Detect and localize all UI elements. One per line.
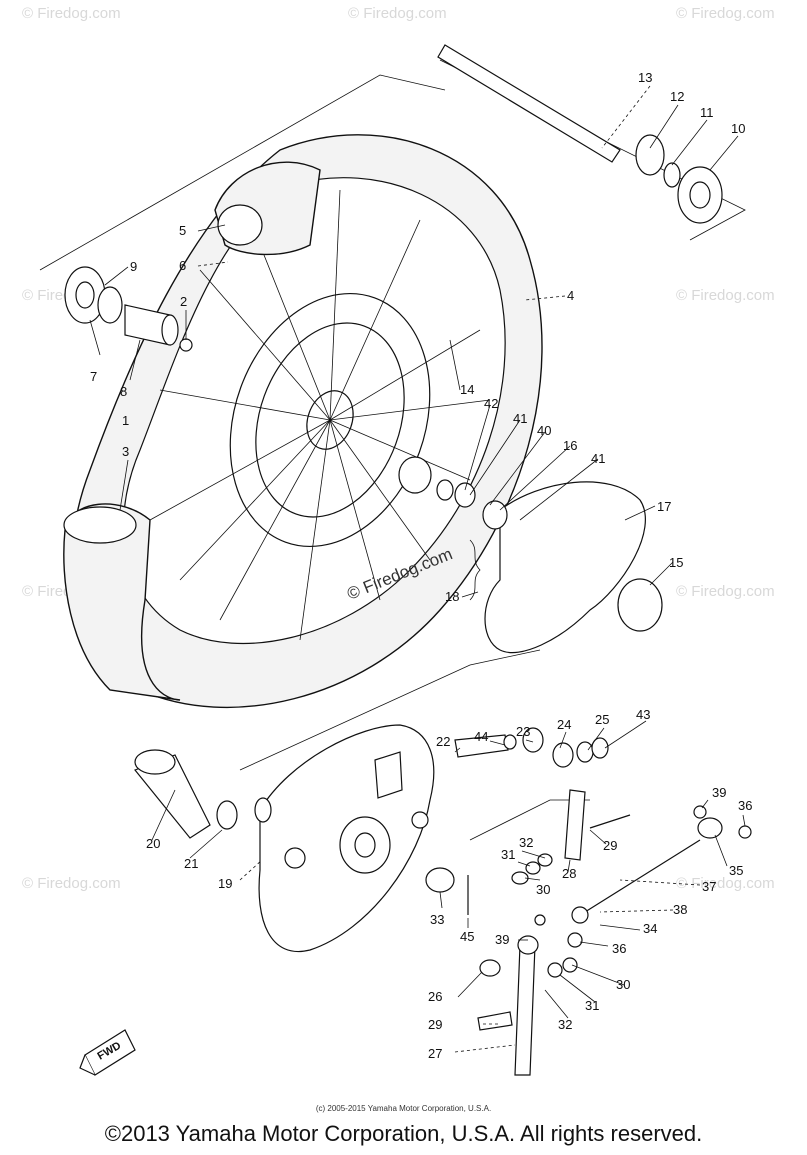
watermark: © Firedog.com — [22, 875, 121, 892]
callout-9: 9 — [130, 259, 137, 274]
callout-45: 45 — [460, 929, 474, 944]
nut-and-pin — [425, 867, 469, 915]
small-copyright: (c) 2005-2015 Yamaha Motor Corporation, … — [315, 1104, 492, 1113]
callout-29: 29 — [428, 1017, 442, 1032]
callout-21: 21 — [184, 856, 198, 871]
callout-13: 13 — [638, 70, 652, 85]
callout-43: 43 — [636, 707, 650, 722]
callout-38: 38 — [673, 902, 687, 917]
callout-37: 37 — [702, 879, 716, 894]
callout-39: 39 — [712, 785, 726, 800]
brake-shoe-assembly — [398, 456, 663, 654]
left-collar — [134, 749, 238, 839]
callout-23: 23 — [516, 724, 530, 739]
callout-19: 19 — [218, 876, 232, 891]
callout-11: 11 — [700, 105, 714, 120]
callout-36: 36 — [738, 798, 752, 813]
callout-12: 12 — [670, 89, 684, 104]
watermark: © Firedog.com — [676, 875, 775, 892]
tube-bottom — [63, 503, 181, 701]
brake-lever-lower — [477, 935, 578, 1076]
callout-36: 36 — [612, 941, 626, 956]
watermark: © Firedog.com — [348, 5, 447, 22]
watermark: © Firedog.com — [676, 5, 775, 22]
callout-25: 25 — [595, 712, 609, 727]
left-bearing-set — [64, 266, 193, 352]
callout-28: 28 — [562, 866, 576, 881]
watermark: © Firedog.com — [676, 287, 775, 304]
callout-30: 30 — [616, 977, 630, 992]
cam-parts — [454, 727, 609, 768]
callout-31: 31 — [501, 847, 515, 862]
watermark: © Firedog.com — [676, 583, 775, 600]
callout-40: 40 — [537, 423, 551, 438]
callout-27: 27 — [428, 1046, 442, 1061]
callout-41: 41 — [513, 411, 527, 426]
callout-1: 1 — [122, 413, 129, 428]
callout-18: 18 — [445, 589, 459, 604]
brake-plate — [254, 724, 435, 953]
brake-lever-upper — [511, 789, 631, 885]
copyright-notice: ©2013 Yamaha Motor Corporation, U.S.A. A… — [104, 1121, 703, 1146]
callout-26: 26 — [428, 989, 442, 1004]
brake-rod — [534, 805, 752, 948]
callout-41: 41 — [591, 451, 605, 466]
fwd-arrow: FWD — [79, 1029, 136, 1076]
callout-44: 44 — [474, 729, 488, 744]
callout-4: 4 — [567, 288, 574, 303]
callout-24: 24 — [557, 717, 571, 732]
callout-31: 31 — [585, 998, 599, 1013]
callout-20: 20 — [146, 836, 160, 851]
callout-29: 29 — [603, 838, 617, 853]
leader-lines — [89, 85, 746, 1053]
callout-17: 17 — [657, 499, 671, 514]
callout-7: 7 — [90, 369, 97, 384]
rear-wheel — [71, 134, 543, 708]
axle-assembly — [437, 44, 723, 224]
callout-22: 22 — [436, 734, 450, 749]
callout-16: 16 — [563, 438, 577, 453]
spokes — [149, 189, 491, 641]
callout-33: 33 — [430, 912, 444, 927]
callout-14: 14 — [460, 382, 474, 397]
callout-30: 30 — [536, 882, 550, 897]
callout-15: 15 — [669, 555, 683, 570]
callout-35: 35 — [729, 863, 743, 878]
callout-42: 42 — [484, 396, 498, 411]
callout-2: 2 — [180, 294, 187, 309]
callout-34: 34 — [643, 921, 657, 936]
callout-labels: 13 12 11 10 5 6 9 2 4 7 8 1 3 14 42 41 4… — [90, 70, 752, 1061]
callout-5: 5 — [179, 223, 186, 238]
callout-10: 10 — [731, 121, 745, 136]
callout-6: 6 — [179, 258, 186, 273]
callout-32: 32 — [558, 1017, 572, 1032]
callout-8: 8 — [120, 384, 127, 399]
brake-shoe — [484, 481, 646, 654]
inner-tube — [63, 161, 321, 701]
watermark: © Firedog.com — [22, 5, 121, 22]
callout-32: 32 — [519, 835, 533, 850]
callout-3: 3 — [122, 444, 129, 459]
callout-39: 39 — [495, 932, 509, 947]
